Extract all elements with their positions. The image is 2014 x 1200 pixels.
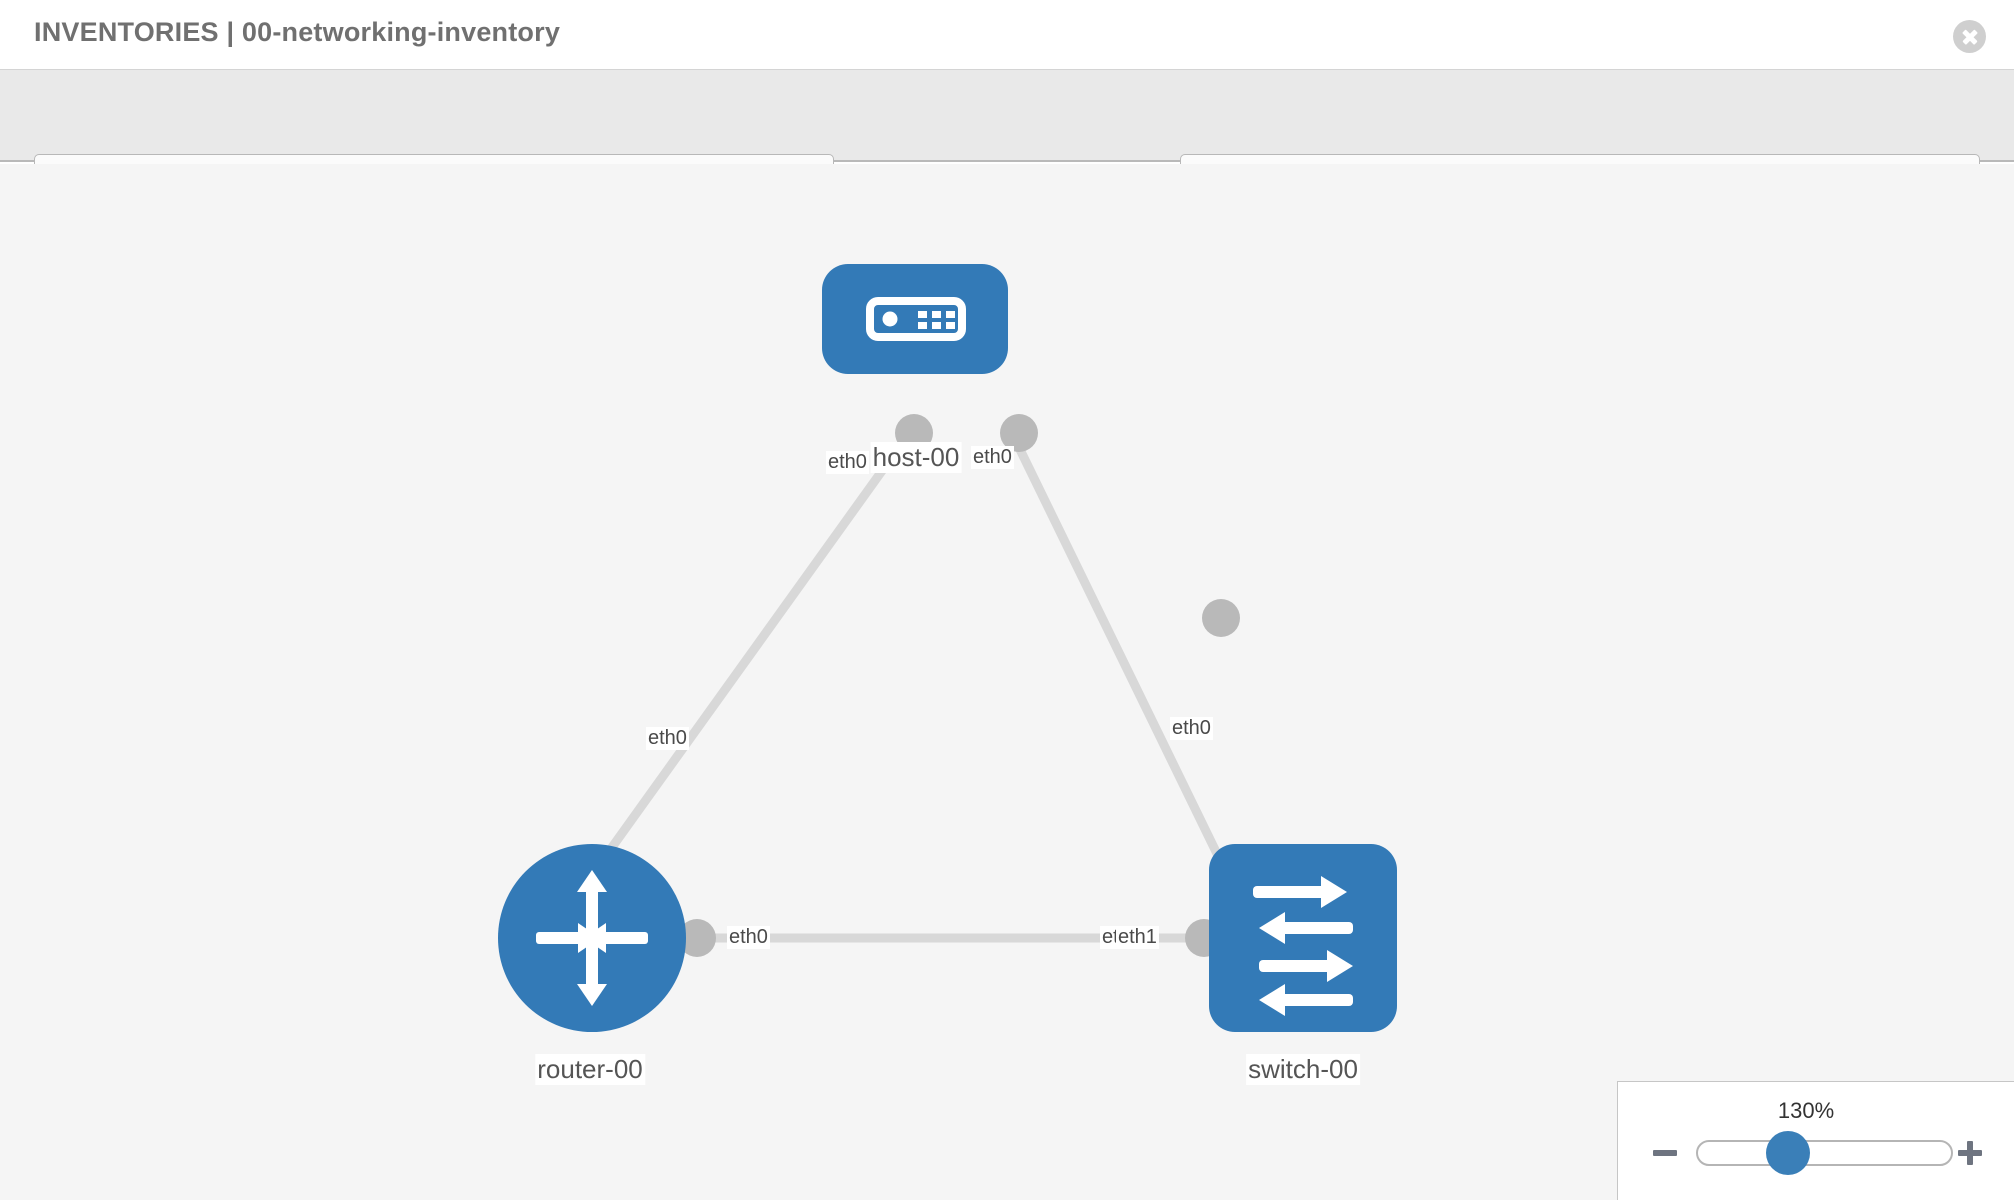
zoom-control-panel: 130% bbox=[1617, 1081, 2014, 1200]
zoom-out-button[interactable] bbox=[1650, 1138, 1680, 1168]
link-host-switch bbox=[1005, 424, 1227, 869]
node-label-switch-00: switch-00 bbox=[1246, 1054, 1360, 1085]
node-host-00[interactable] bbox=[822, 264, 1008, 374]
port-host-right[interactable] bbox=[1000, 414, 1038, 452]
node-router-00[interactable] bbox=[498, 844, 686, 1032]
switch-arrows-icon bbox=[1209, 844, 1397, 1032]
server-icon bbox=[822, 264, 1008, 374]
node-label-host-00: host-00 bbox=[870, 442, 962, 473]
link-host-router bbox=[595, 424, 917, 869]
node-label-router-00: router-00 bbox=[535, 1054, 645, 1085]
zoom-in-button[interactable] bbox=[1955, 1138, 1985, 1168]
page-title: INVENTORIES | 00-networking-inventory bbox=[34, 17, 561, 47]
page-header: INVENTORIES | 00-networking-inventory bbox=[0, 0, 2014, 70]
edge-label-switch-left-b: eth1 bbox=[1116, 926, 1159, 949]
edge-label-switch-up: eth0 bbox=[1170, 717, 1213, 740]
topology-canvas[interactable]: host-00 bbox=[0, 164, 2014, 1200]
node-switch-00[interactable] bbox=[1209, 844, 1397, 1032]
zoom-level-value: 130% bbox=[1777, 1098, 1835, 1123]
toolbar: ACTIONS SEARCH bbox=[0, 70, 2014, 204]
zoom-slider-thumb[interactable] bbox=[1766, 1131, 1810, 1175]
edge-label-router-right: eth0 bbox=[727, 926, 770, 949]
edge-label-host-left: eth0 bbox=[826, 451, 869, 474]
router-arrows-icon bbox=[498, 844, 686, 1032]
close-icon[interactable] bbox=[1953, 20, 1986, 53]
edge-label-host-right: eth0 bbox=[971, 446, 1014, 469]
port-switch-top[interactable] bbox=[1202, 599, 1240, 637]
zoom-slider-track[interactable] bbox=[1696, 1140, 1953, 1166]
edge-label-router-up: eth0 bbox=[646, 727, 689, 750]
